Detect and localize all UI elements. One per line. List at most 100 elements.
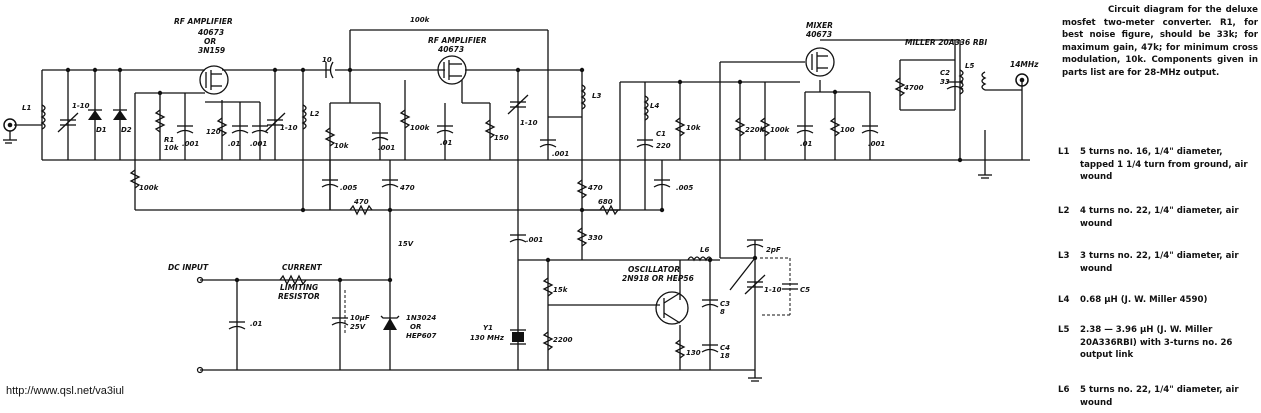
svg-text:130: 130	[686, 349, 701, 357]
coil-L3-icon	[580, 84, 586, 110]
svg-text:LIMITING: LIMITING	[280, 283, 318, 292]
out-freq-label: 14MHz	[1010, 60, 1039, 69]
trimmer-cap-4-icon	[744, 274, 766, 295]
svg-text:C5: C5	[800, 286, 810, 294]
svg-text:100k: 100k	[139, 184, 160, 192]
part-id: L1	[1058, 147, 1070, 157]
svg-text:L6: L6	[700, 246, 709, 254]
part-desc: 2.38 — 3.96 µH (J. W. Miller 20A336RBI) …	[1080, 325, 1233, 361]
svg-text:2200: 2200	[553, 336, 573, 344]
svg-text:10: 10	[322, 56, 332, 64]
mosfet-rf-amp-2-icon	[437, 55, 467, 85]
svg-text:.001: .001	[378, 144, 395, 152]
parts-list-item: L1 5 turns no. 16, 1/4" diameter, tapped…	[1058, 146, 1258, 184]
mixer-title: MIXER	[806, 21, 833, 30]
trimmer-cap-1-icon	[57, 112, 79, 133]
svg-text:.001: .001	[868, 140, 885, 148]
output-connector-icon	[1015, 73, 1029, 87]
part-id: L3	[1058, 251, 1070, 261]
svg-text:C2: C2	[940, 69, 950, 77]
svg-text:D2: D2	[121, 126, 132, 134]
diode-D2-icon	[113, 109, 127, 120]
svg-text:130 MHz: 130 MHz	[470, 334, 505, 342]
svg-text:RESISTOR: RESISTOR	[278, 292, 320, 301]
trimmer-cap-2-icon	[264, 112, 286, 133]
svg-text:.01: .01	[250, 320, 263, 328]
ground-icon	[978, 170, 992, 179]
svg-text:18: 18	[720, 352, 730, 360]
svg-text:HEP607: HEP607	[406, 332, 437, 340]
parts-list-item: L6 5 turns no. 22, 1/4" diameter, air wo…	[1058, 384, 1258, 409]
rf-amp1-or: OR	[204, 37, 216, 46]
capacitors	[176, 61, 964, 353]
coil-L1-icon	[40, 104, 46, 130]
svg-text:10k: 10k	[164, 144, 180, 152]
osc-part: 2N918 OR HEP56	[622, 274, 694, 283]
svg-text:470: 470	[588, 184, 603, 192]
svg-text:1-10: 1-10	[72, 102, 90, 110]
svg-text:.01: .01	[228, 140, 241, 148]
svg-text:L2: L2	[310, 110, 319, 118]
svg-text:330: 330	[588, 234, 603, 242]
rf-amp1-title: RF AMPLIFIER	[174, 17, 233, 26]
svg-text:C3: C3	[720, 300, 730, 308]
transistor-oscillator-icon	[655, 291, 689, 325]
mosfet-rf-amp-1-icon	[199, 65, 229, 95]
svg-text:R1: R1	[164, 136, 174, 144]
crystal-Y1-icon	[510, 329, 526, 345]
parts-list-item: L4 0.68 µH (J. W. Miller 4590)	[1058, 294, 1258, 307]
svg-text:.01: .01	[800, 140, 813, 148]
coil-L4-icon	[643, 95, 649, 121]
figure-caption: Circuit diagram for the deluxe mosfet tw…	[1062, 4, 1258, 80]
part-id: L2	[1058, 206, 1070, 216]
svg-text:1-10: 1-10	[520, 119, 538, 127]
svg-text:2pF: 2pF	[766, 246, 781, 254]
svg-text:CURRENT: CURRENT	[282, 263, 323, 272]
part-id: L6	[1058, 385, 1070, 395]
svg-text:15V: 15V	[398, 240, 414, 248]
svg-text:1N3024: 1N3024	[406, 314, 436, 322]
diode-D1-icon	[88, 109, 102, 120]
svg-text:C1: C1	[656, 130, 666, 138]
svg-text:10µF: 10µF	[350, 314, 370, 322]
part-desc: 4 turns no. 22, 1/4" diameter, air wound	[1080, 206, 1239, 229]
source-url-text: http://www.qsl.net/va3iul	[6, 385, 125, 397]
svg-text:Y1: Y1	[483, 324, 493, 332]
svg-text:L1: L1	[22, 104, 31, 112]
svg-text:33: 33	[940, 78, 950, 86]
svg-text:470: 470	[400, 184, 415, 192]
mixer-part: 40673	[806, 30, 832, 39]
svg-text:100: 100	[840, 126, 855, 134]
svg-text:10k: 10k	[686, 124, 702, 132]
parts-list-item: L3 3 turns no. 22, 1/4" diameter, air wo…	[1058, 250, 1258, 275]
part-desc: 3 turns no. 22, 1/4" diameter, air wound	[1080, 251, 1239, 274]
part-desc: 5 turns no. 22, 1/4" diameter, air wound	[1080, 385, 1239, 408]
parts-list-item: L5 2.38 — 3.96 µH (J. W. Miller 20A336RB…	[1058, 324, 1258, 362]
input-connector-icon	[3, 118, 17, 144]
svg-text:L4: L4	[650, 102, 659, 110]
coil-L5-link-icon	[981, 71, 987, 91]
svg-text:120: 120	[206, 128, 221, 136]
svg-text:10k: 10k	[334, 142, 350, 150]
svg-text:25V: 25V	[350, 323, 366, 331]
res-100k-top: 100k	[410, 16, 431, 24]
part-id: L4	[1058, 295, 1070, 305]
junction-dots	[65, 67, 963, 283]
svg-text:L5: L5	[965, 62, 974, 70]
rf-amp1-part: 40673	[198, 28, 224, 37]
wiring	[14, 29, 1030, 371]
rf-amp1-alt: 3N159	[198, 46, 225, 55]
caption-text: Circuit diagram for the deluxe mosfet tw…	[1062, 5, 1258, 78]
part-desc: 0.68 µH (J. W. Miller 4590)	[1080, 295, 1208, 305]
coil-L5-icon	[958, 69, 964, 95]
parts-list-item: L2 4 turns no. 22, 1/4" diameter, air wo…	[1058, 205, 1258, 230]
svg-text:OR: OR	[410, 323, 421, 331]
ground-osc-icon	[748, 370, 762, 382]
coil-L2-icon	[301, 104, 307, 130]
svg-text:8: 8	[720, 308, 725, 316]
svg-text:C4: C4	[720, 344, 730, 352]
resistors	[129, 77, 906, 359]
trimmer-cap-3-icon	[507, 94, 529, 115]
dc-input-terminal-icon	[196, 276, 204, 374]
svg-text:.001: .001	[552, 150, 569, 158]
